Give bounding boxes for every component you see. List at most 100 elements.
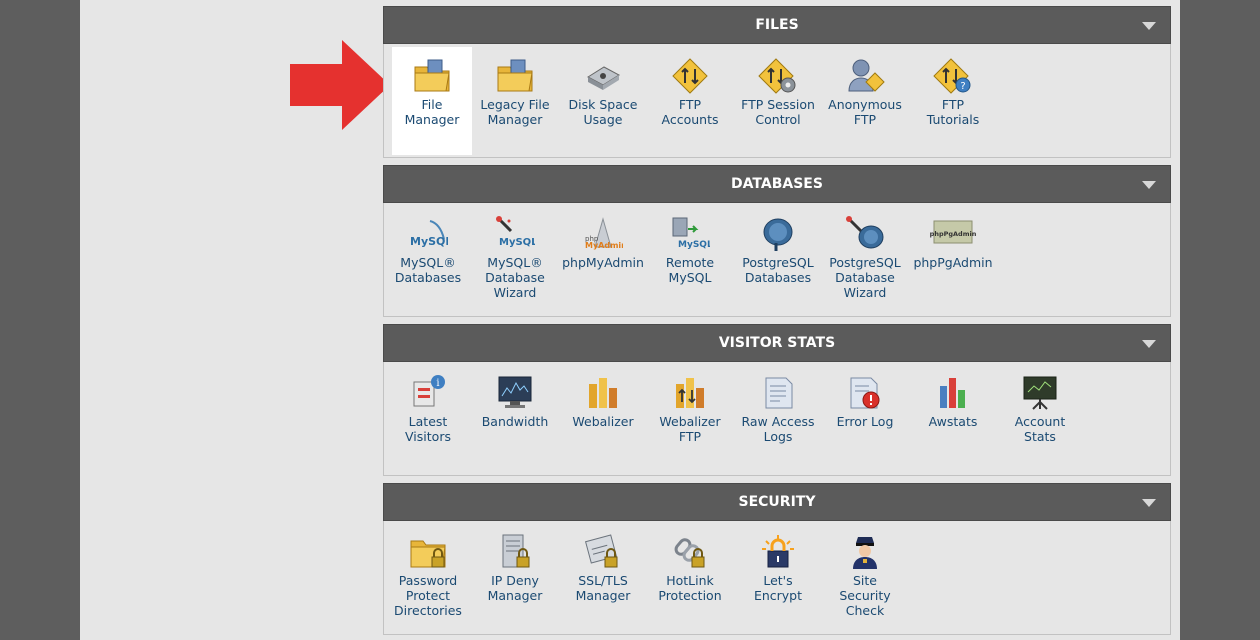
server-lock-icon <box>502 534 530 568</box>
visitors-icon: i <box>413 375 445 407</box>
item-label: MySQL®Databases <box>394 255 462 285</box>
anonymous-user-icon <box>848 59 885 92</box>
svg-text:phpPgAdmin: phpPgAdmin <box>930 230 977 238</box>
phpmyadmin-icon: phpMyAdmin <box>585 217 623 250</box>
phppgadmin-icon: phpPgAdmin <box>930 220 977 244</box>
section-header-files[interactable]: FILES <box>383 6 1171 44</box>
section-databases: DATABASES MySQL MySQL®Databases MySQL My… <box>383 165 1171 317</box>
section-header-security[interactable]: SECURITY <box>383 483 1171 521</box>
chevron-down-icon[interactable] <box>1142 181 1156 189</box>
postgresql-icon <box>763 218 793 251</box>
folder-icon <box>414 59 450 92</box>
chevron-down-icon[interactable] <box>1142 499 1156 507</box>
item-label: Webalizer <box>572 414 634 429</box>
item-label: Bandwidth <box>481 414 549 429</box>
security-officer-icon <box>853 537 877 569</box>
svg-text:MySQL: MySQL <box>499 237 535 248</box>
svg-text:i: i <box>436 378 439 389</box>
ftp-tutorial-icon: ? <box>933 58 971 94</box>
disk-icon <box>587 66 620 90</box>
item-bandwidth[interactable]: Bandwidth <box>473 374 557 429</box>
awstats-icon <box>940 378 965 408</box>
svg-text:MySQL: MySQL <box>678 240 710 250</box>
remote-mysql-icon: MySQL <box>672 217 710 250</box>
presentation-board-icon <box>1023 376 1057 410</box>
item-label: phpMyAdmin <box>562 255 644 270</box>
chevron-down-icon[interactable] <box>1142 340 1156 348</box>
item-error-log[interactable]: Error Log <box>823 374 907 429</box>
log-icon <box>765 377 793 409</box>
item-mysql-databases[interactable]: MySQL MySQL®Databases <box>386 215 470 285</box>
bandwidth-monitor-icon <box>498 376 532 408</box>
svg-text:MyAdmin: MyAdmin <box>585 241 623 250</box>
chevron-down-icon[interactable] <box>1142 22 1156 30</box>
svg-text:MySQL: MySQL <box>410 235 448 248</box>
mysql-icon: MySQL <box>410 220 448 248</box>
section-title: FILES <box>755 17 799 33</box>
folder-icon <box>497 59 533 92</box>
item-label: Error Log <box>836 414 894 429</box>
section-title: SECURITY <box>738 494 816 510</box>
item-awstats[interactable]: Awstats <box>911 374 995 429</box>
section-title: VISITOR STATS <box>718 335 836 351</box>
locked-folder-icon <box>410 540 446 568</box>
lets-encrypt-icon <box>762 535 794 568</box>
chain-lock-icon <box>674 538 705 568</box>
svg-text:?: ? <box>960 81 965 92</box>
item-phppgadmin[interactable]: phpPgAdmin phpPgAdmin <box>911 215 995 270</box>
section-header-databases[interactable]: DATABASES <box>383 165 1171 203</box>
item-label: phpPgAdmin <box>913 255 993 270</box>
item-webalizer[interactable]: Webalizer <box>561 374 645 429</box>
section-header-visitor-stats[interactable]: VISITOR STATS <box>383 324 1171 362</box>
item-label: Awstats <box>928 414 978 429</box>
certificate-lock-icon <box>584 534 618 568</box>
